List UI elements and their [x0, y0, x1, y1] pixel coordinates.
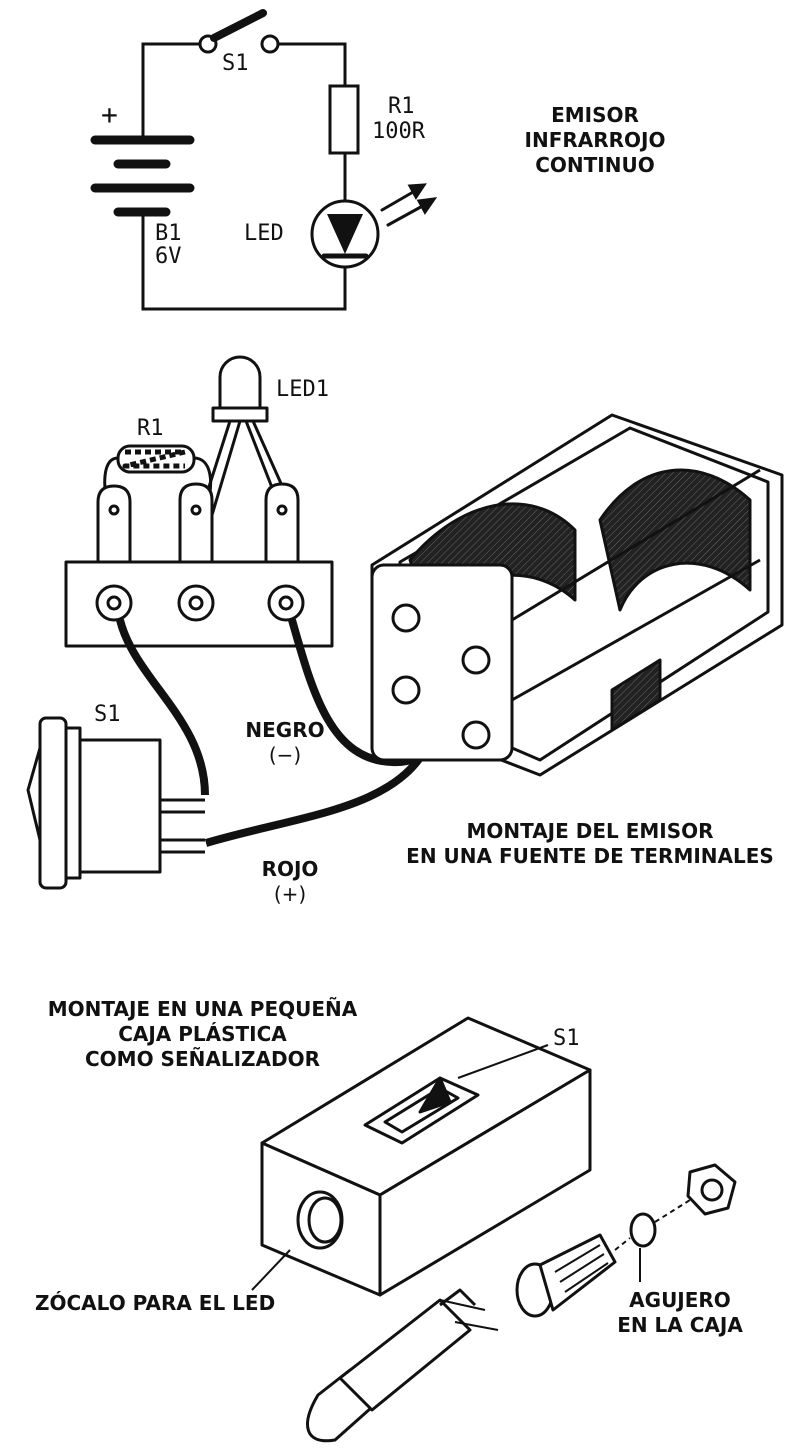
wire-negro-label: NEGRO (−) — [235, 718, 335, 768]
wiring-caption: MONTAJE DEL EMISOR EN UNA FUENTE DE TERM… — [390, 819, 790, 869]
schematic-title: EMISOR INFRARROJO CONTINUO — [500, 103, 690, 178]
schematic-battery-plus: + — [101, 98, 118, 131]
hole-label-line: AGUJERO — [629, 1288, 731, 1312]
s1-switch-component — [26, 716, 205, 890]
plastic-box-assembly — [251, 1016, 737, 1443]
circuit-schematic — [90, 9, 438, 311]
wire-bottom — [141, 211, 347, 311]
wiring-resistor-label: R1 — [137, 416, 164, 441]
wire-negro-name: NEGRO — [245, 718, 325, 742]
socket-label: ZÓCALO PARA EL LED — [35, 1291, 276, 1315]
box-caption: MONTAJE EN UNA PEQUEÑA CAJA PLÁSTICA COM… — [25, 997, 380, 1072]
wiring-caption-line: MONTAJE DEL EMISOR — [466, 819, 714, 843]
wire-top-left — [141, 42, 202, 142]
wire-rojo-label: ROJO (+) — [245, 857, 335, 907]
hole-label: AGUJERO EN LA CAJA — [600, 1288, 760, 1338]
resistor-r1-symbol — [328, 84, 360, 155]
wiring-led-label: LED1 — [276, 377, 329, 402]
socket-leader — [251, 1249, 291, 1291]
wiring-assembly — [26, 355, 784, 890]
led-symbol — [310, 183, 438, 269]
terminal-screws — [95, 584, 305, 622]
r1-resistor-component — [103, 444, 213, 513]
schematic-title-line: CONTINUO — [535, 153, 655, 177]
wiring-switch-label: S1 — [94, 702, 121, 727]
wire-negro-polarity: (−) — [268, 743, 302, 767]
switch-s1-symbol — [198, 9, 280, 54]
wire-rojo — [204, 738, 434, 847]
box-caption-line: COMO SEÑALIZADOR — [85, 1047, 320, 1071]
led-socket-opening — [296, 1190, 344, 1250]
wire-top-right — [270, 42, 347, 88]
schematic-title-line: EMISOR — [551, 103, 639, 127]
schematic-resistor-value: 100R — [372, 119, 425, 144]
battery-holder — [370, 413, 784, 777]
schematic-resistor-label: R1 — [388, 94, 415, 119]
led-with-socket — [306, 1288, 499, 1443]
box-caption-line: CAJA PLÁSTICA — [118, 1022, 287, 1046]
schematic-battery-label: B1 — [155, 221, 182, 246]
battery-b1-symbol — [90, 135, 195, 217]
wire-rojo-name: ROJO — [261, 857, 319, 881]
box-switch-s1 — [363, 1044, 549, 1145]
wire-rojo-polarity: (+) — [273, 882, 307, 906]
schematic-title-line: INFRARROJO — [524, 128, 666, 152]
schematic-led-label: LED — [244, 221, 284, 246]
mounting-hardware — [614, 1163, 737, 1282]
schematic-battery-value: 6V — [155, 244, 182, 269]
socket-body — [515, 1233, 617, 1318]
box-caption-line: MONTAJE EN UNA PEQUEÑA — [47, 997, 358, 1021]
schematic-switch-label: S1 — [222, 51, 249, 76]
terminal-lugs — [96, 482, 300, 562]
box-switch-label: S1 — [553, 1026, 580, 1051]
wiring-caption-line: EN UNA FUENTE DE TERMINALES — [406, 844, 774, 868]
hole-label-line: EN LA CAJA — [617, 1313, 743, 1337]
wire-terminal-to-switch — [116, 618, 209, 796]
